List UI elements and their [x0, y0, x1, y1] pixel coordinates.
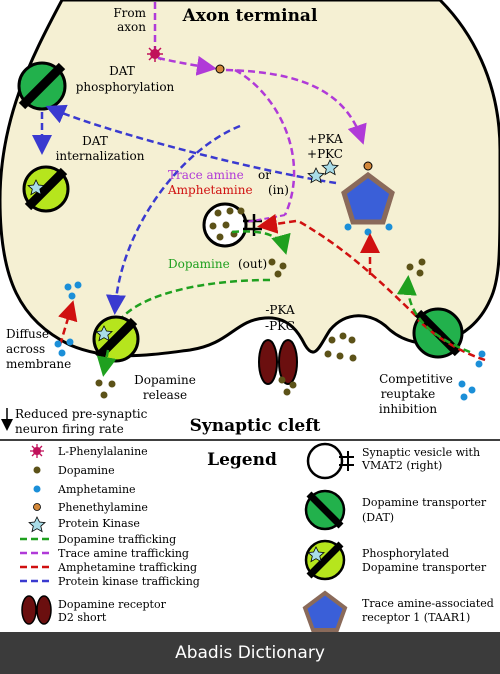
phenethylamine-molecule	[215, 64, 225, 74]
legend-phenethylamine-icon	[33, 503, 41, 511]
legend-item-dopamine: Dopamine	[58, 464, 115, 477]
legend-item-d2-receptor-2: D2 short	[58, 611, 107, 624]
competitive-label-2: reuptake	[381, 387, 436, 401]
synaptic-cleft-label: Synaptic cleft	[190, 416, 321, 436]
legend-title: Legend	[207, 450, 277, 470]
legend-left: L-Phenylalanine Dopamine Amphetamine Phe…	[20, 444, 200, 625]
taar1-receptor	[341, 161, 395, 236]
reduced-firing-label-2: neuron firing rate	[15, 422, 124, 436]
dopamine-reuptake-path	[396, 275, 471, 354]
dat-internalization-label: DAT	[82, 134, 108, 148]
minus-pkc-label: -PKC	[265, 319, 295, 333]
legend-item-d2-receptor: Dopamine receptor	[58, 598, 167, 611]
trace-amine-path-to-vesicle	[234, 68, 296, 216]
dat-internalization-label-2: internalization	[56, 149, 145, 163]
dopamine-released-cluster	[95, 379, 116, 399]
amphetamine-path-red-into-vesicle	[257, 213, 297, 234]
legend-taar1-icon	[302, 590, 348, 632]
diffuse-label: Diffuse	[6, 327, 49, 341]
trace-amine-label: Trace amine	[168, 168, 244, 182]
protein-kinase-path-to-release-dat	[105, 124, 241, 315]
amphetamine-diffuse-path	[58, 300, 78, 346]
in-label: (in)	[268, 183, 289, 197]
amphetamine-reuptake-cluster	[458, 350, 486, 401]
protein-kinase-molecule-2	[321, 159, 339, 176]
l-phenylalanine-molecule	[147, 46, 163, 62]
diffuse-label-2: across	[6, 342, 45, 356]
dopamine-path-out-vesicle	[231, 230, 291, 255]
legend-item-amphetamine-trafficking: Amphetamine trafficking	[57, 561, 197, 574]
legend-l-phenylalanine-icon	[30, 444, 44, 458]
legend-item-taar1: Trace amine-associated	[362, 597, 494, 610]
amphetamine-reuptake-path	[417, 319, 486, 362]
or-label: or	[258, 168, 271, 182]
reduced-firing-label: Reduced pre-synaptic	[15, 407, 148, 421]
legend-dopamine-icon	[33, 466, 41, 474]
legend-dat-icon	[304, 489, 346, 531]
dopamine-release-label-2: release	[143, 388, 187, 402]
protein-kinase-molecule-1	[307, 167, 325, 184]
dopamine-cluster-out	[268, 258, 287, 278]
dat-transporter-top	[17, 61, 67, 111]
competitive-label: Competitive	[379, 372, 453, 386]
competitive-label-3: inhibition	[379, 402, 438, 416]
dopamine-path-to-release-dat	[119, 278, 271, 321]
legend-item-protein-kinase-trafficking: Protein kinase trafficking	[58, 575, 200, 588]
trace-amine-path-1	[157, 55, 217, 76]
footer-banner: Abadis Dictionary	[0, 632, 500, 674]
legend-item-protein-kinase: Protein Kinase	[58, 517, 140, 530]
legend-item-dat-2: (DAT)	[362, 511, 394, 524]
plus-pkc-label: +PKC	[307, 147, 343, 161]
legend-item-phospho-dat-2: Dopamine transporter	[362, 561, 487, 574]
from-axon-label: From	[113, 6, 146, 20]
minus-pka-label: -PKA	[265, 303, 295, 317]
phosphorylated-dat-internalized	[22, 165, 70, 213]
dat-phosphorylation-label: DAT	[109, 64, 135, 78]
amphetamine-path-to-reuptake-dat	[299, 220, 421, 321]
legend-item-vesicle-2: VMAT2 (right)	[361, 459, 442, 472]
axon-terminal	[0, 0, 500, 358]
dopamine-receptor-d2	[258, 339, 298, 385]
diffuse-label-3: membrane	[6, 357, 71, 371]
legend-item-taar1-2: receptor 1 (TAAR1)	[362, 611, 470, 624]
legend-item-phenethylamine: Phenethylamine	[58, 501, 148, 514]
legend-item-dat: Dopamine transporter	[362, 496, 487, 509]
legend-right: Synaptic vesicle with VMAT2 (right) Dopa…	[302, 442, 494, 632]
dopamine-reuptake-cluster	[406, 258, 426, 277]
legend-item-phospho-dat: Phosphorylated	[362, 547, 449, 560]
dopamine-release-label: Dopamine	[134, 373, 196, 387]
legend-vesicle-icon	[306, 442, 354, 480]
dopamine-out-label: Dopamine	[168, 257, 230, 271]
diagram: Axon terminal From axon DAT phosphorylat…	[0, 0, 500, 632]
legend-item-l-phenylalanine: L-Phenylalanine	[58, 445, 148, 458]
dat-phosphorylation-label-2: phosphorylation	[76, 80, 175, 94]
legend-phospho-dat-icon	[304, 539, 346, 581]
legend-amphetamine-icon	[33, 485, 41, 493]
dopamine-cleft-cluster	[278, 332, 357, 396]
plus-pka-label: +PKA	[307, 132, 343, 146]
footer-text: Abadis Dictionary	[175, 643, 325, 663]
legend-item-dopamine-trafficking: Dopamine trafficking	[58, 533, 176, 546]
protein-kinase-path-to-dat	[45, 104, 337, 185]
dopamine-release-path	[96, 349, 117, 377]
phosphorylated-dat-release	[92, 315, 140, 363]
legend-protein-kinase-icon	[28, 516, 46, 533]
from-axon-label-2: axon	[117, 20, 146, 34]
legend-d2-receptor-icon	[21, 595, 52, 625]
out-label: (out)	[238, 257, 267, 271]
amphetamine-outside-cluster	[64, 281, 82, 300]
amphetamine-outside-cluster-2	[54, 338, 74, 357]
dat-transporter-right	[412, 307, 464, 359]
trace-amine-path-to-taar1	[225, 68, 367, 145]
axon-terminal-title: Axon terminal	[182, 6, 318, 26]
legend-item-amphetamine: Amphetamine	[57, 483, 136, 496]
legend-item-trace-amine-trafficking: Trace amine trafficking	[58, 547, 189, 560]
legend-item-vesicle: Synaptic vesicle with	[362, 446, 480, 459]
amphetamine-in-label: Amphetamine	[167, 183, 253, 197]
